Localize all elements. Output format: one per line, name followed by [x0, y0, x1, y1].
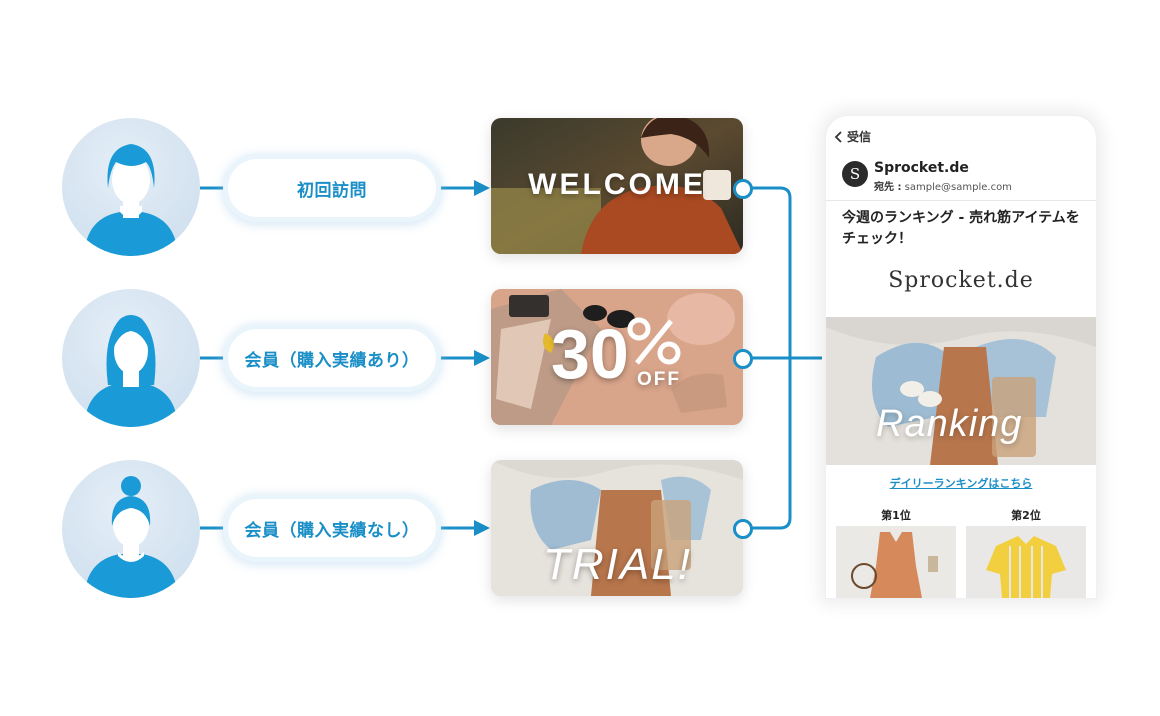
member-avatar-no-purchase: [62, 460, 200, 598]
recipient-line: 宛先 : sample@sample.com: [874, 178, 1012, 193]
sender-name: Sprocket.de: [874, 160, 969, 176]
trial-banner: TRIAL!: [491, 460, 743, 596]
discount-banner: 30 OFF: [491, 289, 743, 425]
email-preview-phone: 受信 S Sprocket.de 宛先 : sample@sample.com …: [826, 116, 1096, 598]
brand-logo-text: Sprocket.de: [888, 268, 1034, 293]
back-button[interactable]: 受信: [834, 128, 871, 145]
connector-dot-trial: [733, 519, 753, 539]
ranking-hero-text: Ranking: [876, 403, 1023, 445]
trial-banner-text: TRIAL!: [543, 540, 692, 589]
sender-avatar: S: [842, 161, 868, 187]
percent-sign-icon: [627, 317, 681, 365]
segment-label-member-not-purchased: 会員（購入実績なし）: [228, 499, 436, 557]
discount-suffix: OFF: [637, 369, 681, 390]
daily-ranking-link[interactable]: デイリーランキングはこちら: [889, 477, 1033, 490]
segment-label-first-visit: 初回訪問: [228, 159, 436, 217]
rank-1-label: 第1位: [881, 509, 911, 522]
welcome-banner: WELCOME: [491, 118, 743, 254]
visitor-avatar-first-visit: [62, 118, 200, 256]
rank-2-label: 第2位: [1011, 509, 1041, 522]
chevron-left-icon: [834, 130, 842, 143]
header-divider: [826, 200, 1096, 201]
rank-2-product-image[interactable]: [966, 526, 1086, 598]
recipient-label: 宛先 :: [874, 182, 902, 193]
connector-dot-discount: [733, 349, 753, 369]
connector-dot-welcome: [733, 179, 753, 199]
segment-label-member-purchased: 会員（購入実績あり）: [228, 329, 436, 387]
rank-1-product-image[interactable]: [836, 526, 956, 598]
recipient-address: sample@sample.com: [904, 182, 1012, 193]
ranking-hero-image[interactable]: Ranking: [826, 317, 1096, 465]
email-subject: 今週のランキング - 売れ筋アイテムをチェック！: [842, 210, 1080, 247]
member-avatar-with-purchase: [62, 289, 200, 427]
back-label: 受信: [847, 130, 872, 144]
discount-value: 30: [551, 315, 629, 393]
welcome-banner-text: WELCOME: [528, 168, 706, 201]
